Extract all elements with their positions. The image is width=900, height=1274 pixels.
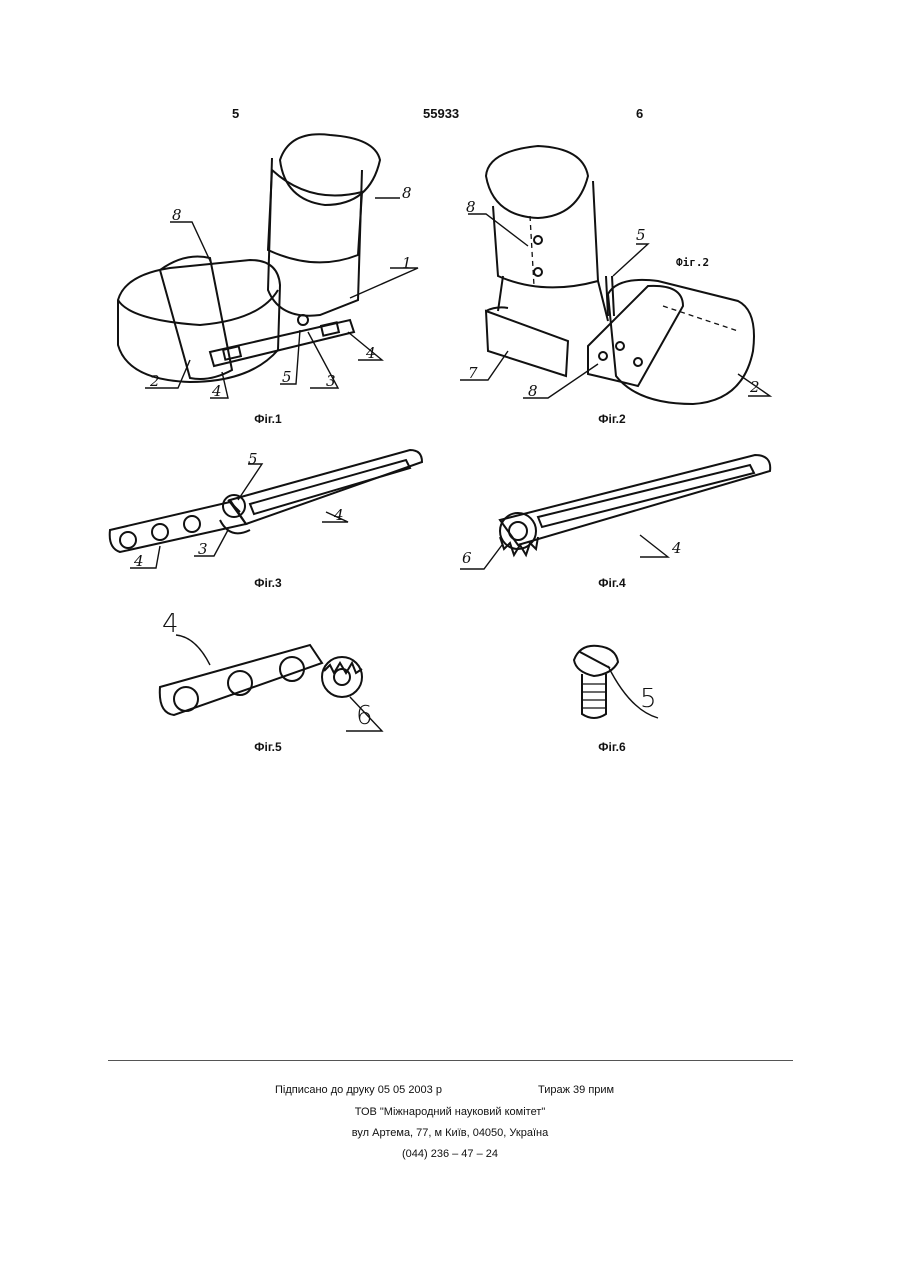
fig2-top-cushion <box>486 146 588 218</box>
fig2-ref-5: 5 <box>636 226 646 244</box>
fig4-ref-4: 4 <box>672 539 682 557</box>
figure-1-drawing: 8 8 1 2 4 5 3 4 <box>100 120 440 410</box>
footer-phone: (044) 236 – 47 – 24 <box>0 1148 900 1160</box>
fig5-ref-6: 6 <box>356 701 373 731</box>
figure-2-drawing: Фіг.2 8 5 7 8 2 <box>448 136 788 416</box>
fig1-ref-8a: 8 <box>172 206 182 224</box>
figure-6-drawing: 5 <box>560 640 680 730</box>
fig1-ref-3: 3 <box>326 372 336 390</box>
fig1-ref-8b: 8 <box>402 184 412 202</box>
fig6-ref-5: 5 <box>640 684 657 714</box>
figure-3-drawing: 5 4 3 4 <box>100 440 440 580</box>
fig4-ref-6: 6 <box>462 549 472 567</box>
fig2-inline-label: Фіг.2 <box>676 256 709 269</box>
fig2-leg-band <box>493 181 598 287</box>
figure-5-drawing: 4 6 <box>150 615 400 740</box>
fig1-ref-5: 5 <box>282 368 292 386</box>
footer-signed-date: Підписано до друку 05 05 2003 р <box>275 1084 442 1096</box>
figure-5-caption: Фіг.5 <box>208 740 328 754</box>
fig3-ref-4b: 4 <box>134 552 144 570</box>
figure-4-drawing: 6 4 <box>450 445 790 580</box>
fig3-ref-5: 5 <box>248 450 258 468</box>
figure-1-caption: Фіг.1 <box>208 412 328 426</box>
fig1-ref-4b: 4 <box>366 344 376 362</box>
figure-6-caption: Фіг.6 <box>552 740 672 754</box>
figure-2-caption: Фіг.2 <box>552 412 672 426</box>
figure-3-caption: Фіг.3 <box>208 576 328 590</box>
fig1-ref-1: 1 <box>402 254 412 272</box>
fig1-foot-strap <box>160 257 232 380</box>
fig1-ref-2: 2 <box>150 372 160 390</box>
fig5-gear <box>322 657 362 697</box>
fig2-ref-8b: 8 <box>528 382 538 400</box>
fig1-leg-band <box>268 170 362 262</box>
fig2-ref-8a: 8 <box>466 198 476 216</box>
figure-4-caption: Фіг.4 <box>552 576 672 590</box>
fig5-ref-4: 4 <box>162 609 179 639</box>
footer-print-run: Тираж 39 прим <box>538 1084 614 1096</box>
fig1-leg-shaft <box>268 158 362 316</box>
fig6-screw-thread <box>582 674 606 718</box>
page-number-right: 6 <box>636 106 643 121</box>
footer-organization: ТОВ "Міжнародний науковий комітет" <box>0 1106 900 1118</box>
fig1-ref-4a: 4 <box>212 382 222 400</box>
fig3-ref-3: 3 <box>198 540 208 558</box>
fig1-foot-pad <box>118 260 280 382</box>
fig4-slotted-rail <box>500 455 770 545</box>
footer-rule <box>108 1060 793 1061</box>
fig2-ref-2: 2 <box>750 378 760 396</box>
fig3-ref-4a: 4 <box>334 506 344 524</box>
fig2-ref-7: 7 <box>468 364 478 382</box>
patent-number: 55933 <box>423 106 459 121</box>
footer-address: вул Артема, 77, м Київ, 04050, Україна <box>0 1127 900 1139</box>
page-number-left: 5 <box>232 106 239 121</box>
